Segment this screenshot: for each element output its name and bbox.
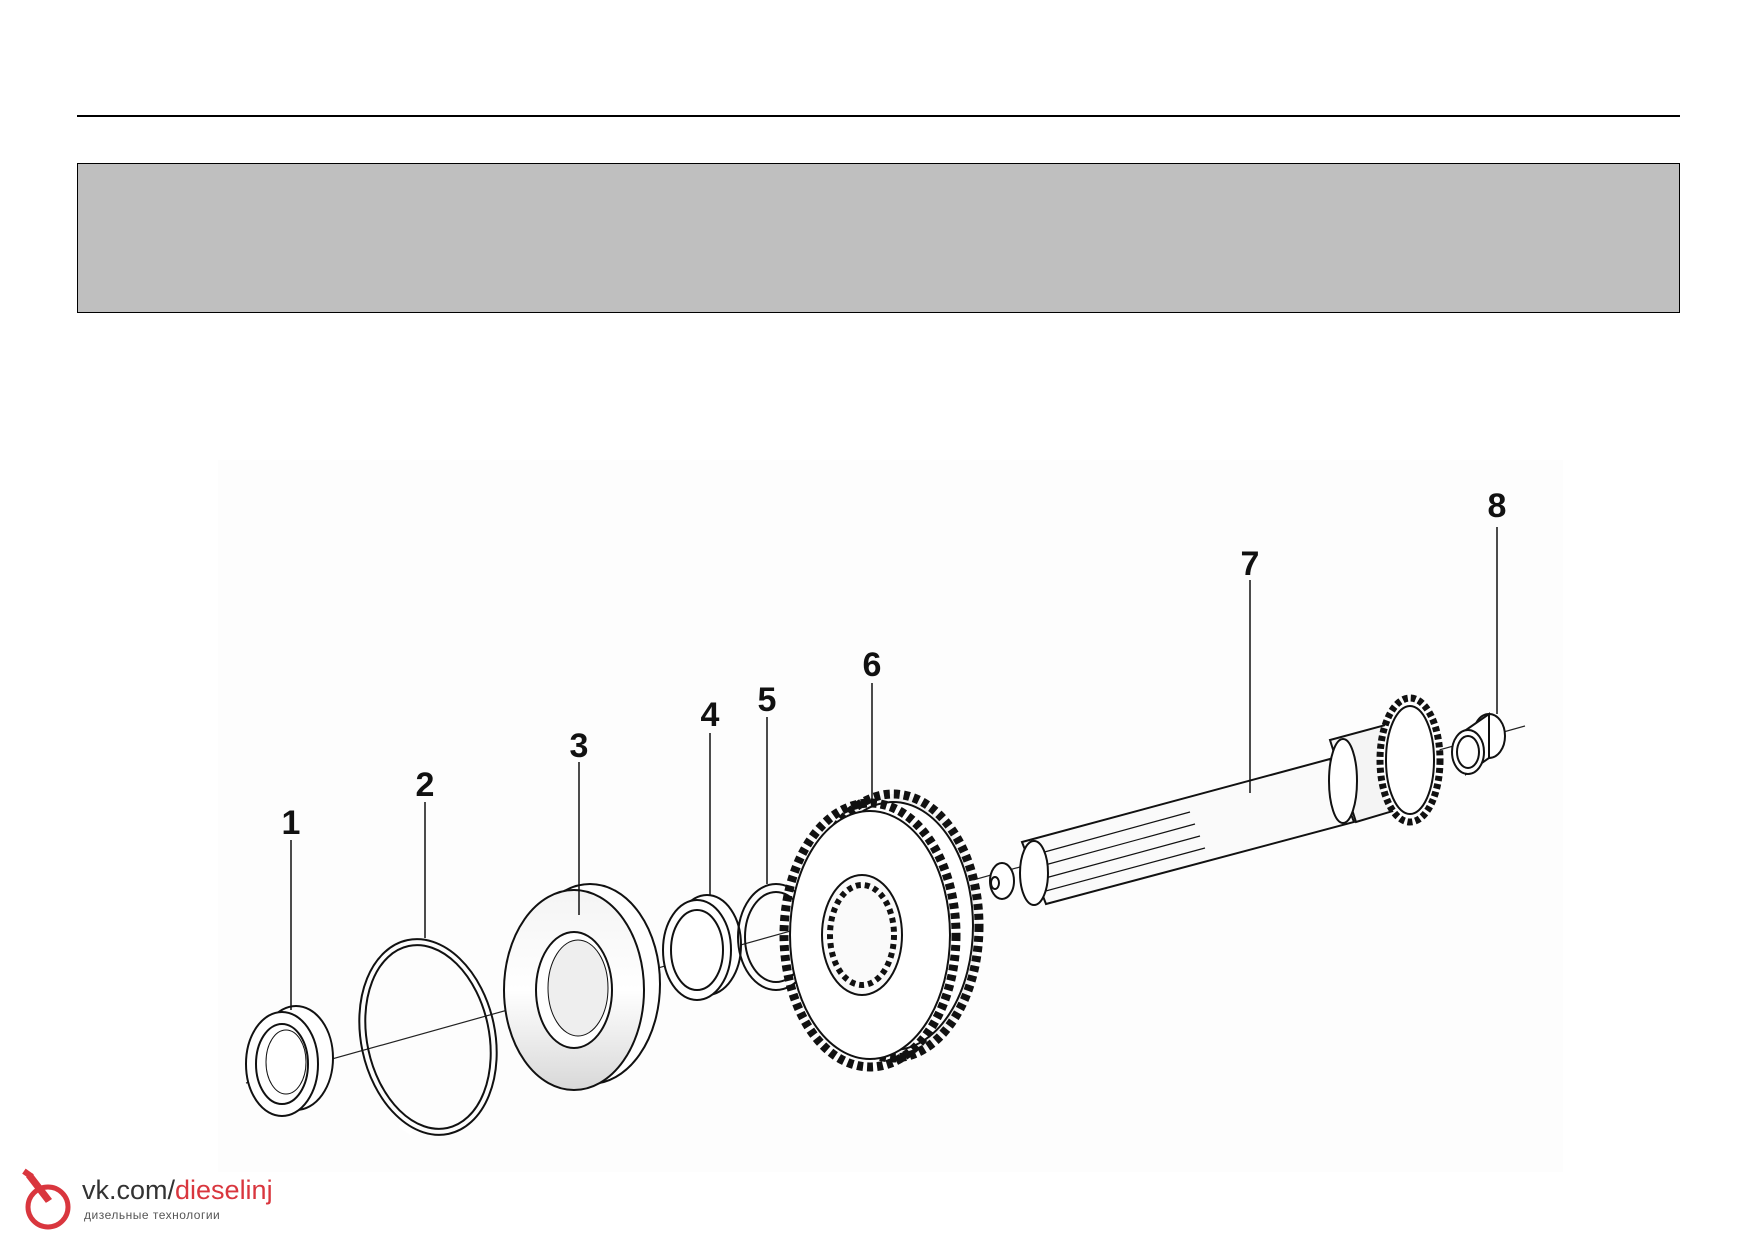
watermark: vk.com/dieselinj дизельные технологии — [20, 1168, 320, 1235]
leader-lines — [290, 527, 1498, 1010]
callout-2: 2 — [416, 766, 435, 804]
callout-7: 7 — [1241, 545, 1260, 583]
callout-3: 3 — [570, 727, 589, 765]
watermark-prefix: vk.com/ — [82, 1175, 176, 1205]
watermark-link[interactable]: vk.com/dieselinj — [82, 1175, 273, 1206]
header-banner — [77, 163, 1680, 313]
injector-logo-icon — [22, 1168, 71, 1230]
part-2-snap-ring — [358, 938, 498, 1136]
part-3-bearing — [503, 883, 661, 1091]
part-8-bushing — [1451, 712, 1506, 776]
callout-4: 4 — [701, 696, 720, 734]
part-6-gear — [779, 789, 984, 1072]
callout-1: 1 — [282, 804, 301, 842]
part-1-bearing-cup — [245, 1005, 334, 1117]
callout-5: 5 — [758, 681, 777, 719]
part-4-spacer-ring — [662, 894, 742, 1001]
watermark-accent: dieselinj — [175, 1175, 273, 1205]
callout-8: 8 — [1488, 487, 1507, 525]
top-divider-line — [77, 115, 1680, 117]
part-7-splined-shaft — [989, 694, 1444, 906]
watermark-subtitle: дизельные технологии — [84, 1208, 221, 1222]
callout-6: 6 — [863, 646, 882, 684]
